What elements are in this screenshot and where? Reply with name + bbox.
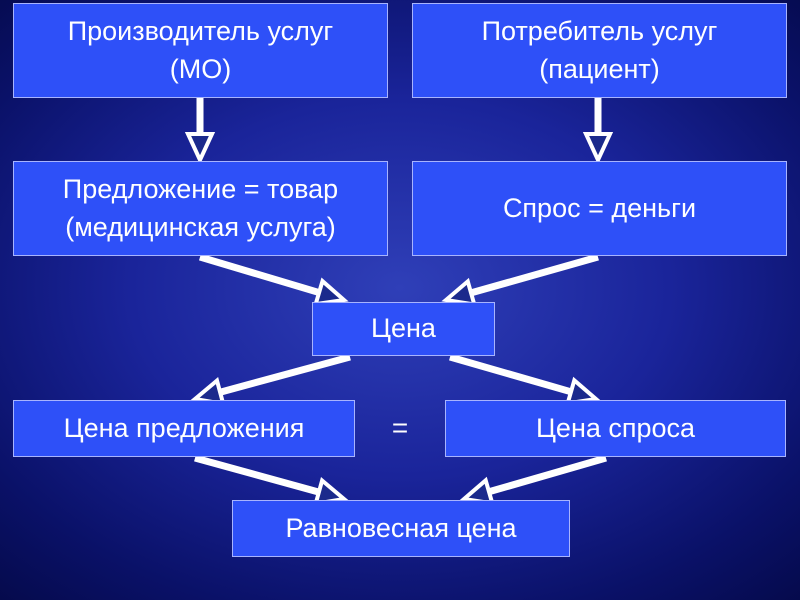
hollow-triangle-arrow-icon xyxy=(312,277,349,307)
equilibrium-price-label: Равновесная цена xyxy=(285,512,517,543)
consumer-sublabel: (пациент) xyxy=(539,53,660,84)
supply-price-box: Цена предложения xyxy=(13,400,355,457)
supply-box: Предложение = товар (медицинская услуга) xyxy=(13,161,388,256)
supply-label: Предложение = товар xyxy=(62,173,339,204)
demand-price-box: Цена спроса xyxy=(445,400,786,457)
arrow-price-to-demand-price xyxy=(449,353,601,406)
arrow-price-to-supply-price xyxy=(190,353,351,407)
arrow-producer-to-supply xyxy=(184,98,216,165)
hollow-triangle-arrow-icon xyxy=(184,132,216,165)
arrow-consumer-to-demand xyxy=(582,98,614,165)
arrow-shaft xyxy=(449,353,572,396)
hollow-triangle-arrow-icon xyxy=(582,132,614,165)
arrow-shaft xyxy=(194,454,320,496)
demand-box: Спрос = деньги xyxy=(412,161,787,256)
arrow-demand-price-to-equilibrium xyxy=(459,454,607,506)
consumer-box: Потребитель услуг (пациент) xyxy=(412,3,787,98)
equals-sign: = xyxy=(391,412,409,443)
consumer-label: Потребитель услуг xyxy=(481,15,718,46)
demand-price-label: Цена спроса xyxy=(535,412,696,443)
arrow-shaft xyxy=(198,253,321,296)
producer-sublabel: (МО) xyxy=(169,53,232,84)
arrow-supply-to-price xyxy=(198,253,349,307)
demand-label: Спрос = деньги xyxy=(502,192,697,223)
arrow-shaft xyxy=(488,454,607,496)
supply-price-label: Цена предложения xyxy=(63,412,305,443)
producer-label: Производитель услуг xyxy=(67,15,334,46)
supply-sublabel: (медицинская услуга) xyxy=(65,211,336,242)
price-box: Цена xyxy=(312,302,495,356)
arrow-shaft xyxy=(470,253,599,297)
arrow-demand-to-price xyxy=(441,253,599,307)
producer-box: Производитель услуг (МО) xyxy=(13,3,388,98)
arrow-shaft xyxy=(219,353,351,396)
arrow-supply-price-to-equilibrium xyxy=(194,454,349,507)
equilibrium-price-box: Равновесная цена xyxy=(232,500,570,557)
price-label: Цена xyxy=(371,313,436,344)
